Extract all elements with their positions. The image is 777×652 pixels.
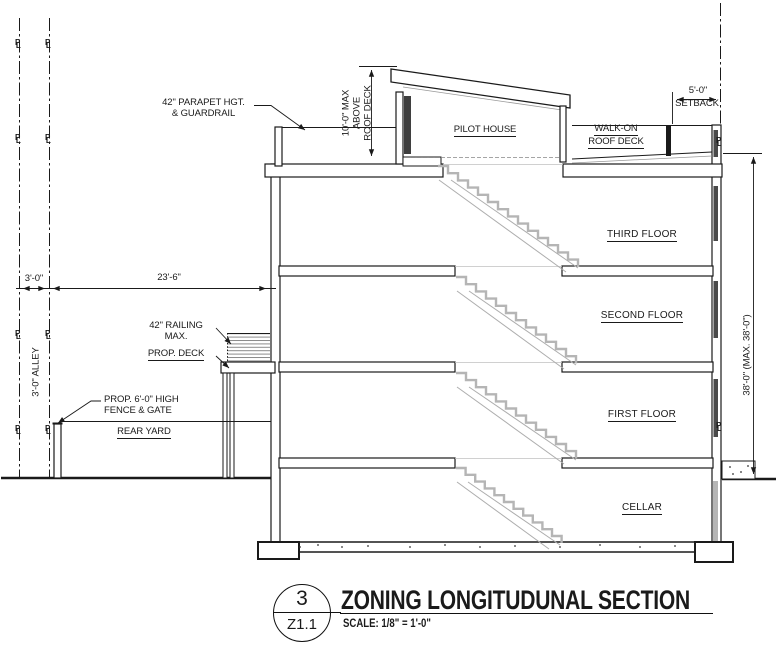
detail-number: 3 (296, 587, 308, 610)
railing-note: 42" RAILING MAX. (149, 320, 203, 342)
alley-width-dimension: 3'-0" (24, 273, 44, 284)
deck-divider-post (666, 125, 671, 156)
room-label-pilot-house: PILOT HOUSE (453, 124, 517, 137)
property-line-icon: PL (45, 424, 51, 436)
stair-stringers (438, 179, 579, 550)
rear-yard-label: REAR YARD (117, 426, 171, 439)
fence-note: PROP. 6'-0" HIGH FENCE & GATE (104, 394, 179, 416)
room-label-cellar: CELLAR (621, 502, 663, 515)
drawing-title: ZONING LONGITUDUNAL SECTION (341, 585, 690, 615)
roof-guardrails (282, 125, 713, 164)
property-line-icon: PL (716, 421, 722, 433)
leader-lines (57, 105, 306, 424)
prop-deck-label: PROP. DECK (147, 348, 205, 361)
property-line-icon: PL (15, 329, 21, 341)
parapet-note: 42" PARAPET HGT. & GUARDRAIL (162, 97, 245, 119)
room-label-third-floor: THIRD FLOOR (607, 229, 677, 242)
setback-label: SETBACK (675, 98, 719, 109)
roof-height-note: 10'-0" MAX ABOVE ROOF DECK (340, 85, 374, 141)
property-line-icon: PL (15, 424, 21, 436)
building-height-dimension: 38'-0" (MAX. 38'-0") (741, 314, 753, 396)
title-underline (340, 613, 713, 614)
scale-note: SCALE: 1/8" = 1'-0" (343, 616, 431, 630)
property-line-icon: PL (15, 133, 21, 145)
setback-dimension: 5'-0" (688, 85, 708, 96)
detail-bubble (273, 584, 331, 642)
property-line-icon: PL (15, 38, 21, 50)
sheet-number: Z1.1 (286, 616, 317, 633)
room-label-first-floor: FIRST FLOOR (607, 409, 677, 422)
building-shell (257, 124, 756, 563)
room-label-walk-on-roof-deck: WALK-ON ROOF DECK (588, 123, 644, 149)
property-line-icon: PL (45, 38, 51, 50)
property-line-icon: PL (716, 136, 722, 148)
grade-lines (1, 476, 776, 481)
detail-bubble-divider (274, 612, 341, 613)
property-line-icon: PL (45, 133, 51, 145)
stair-flights (438, 164, 580, 543)
alley-label: 3'-0" ALLEY (30, 347, 42, 397)
yard-width-dimension: 23'-6" (157, 272, 181, 283)
pilot-house-structure (390, 68, 571, 167)
facade-windows (713, 130, 718, 541)
slab-opening-lines (443, 164, 563, 459)
room-label-second-floor: SECOND FLOOR (600, 310, 684, 323)
rear-deck-and-fence (52, 333, 756, 479)
deck-railing-hatch (227, 333, 270, 362)
property-line-icon: PL (45, 329, 51, 341)
pilot-house-door (404, 96, 411, 154)
concrete-stipple (299, 465, 749, 548)
dimension-lines (16, 66, 762, 475)
